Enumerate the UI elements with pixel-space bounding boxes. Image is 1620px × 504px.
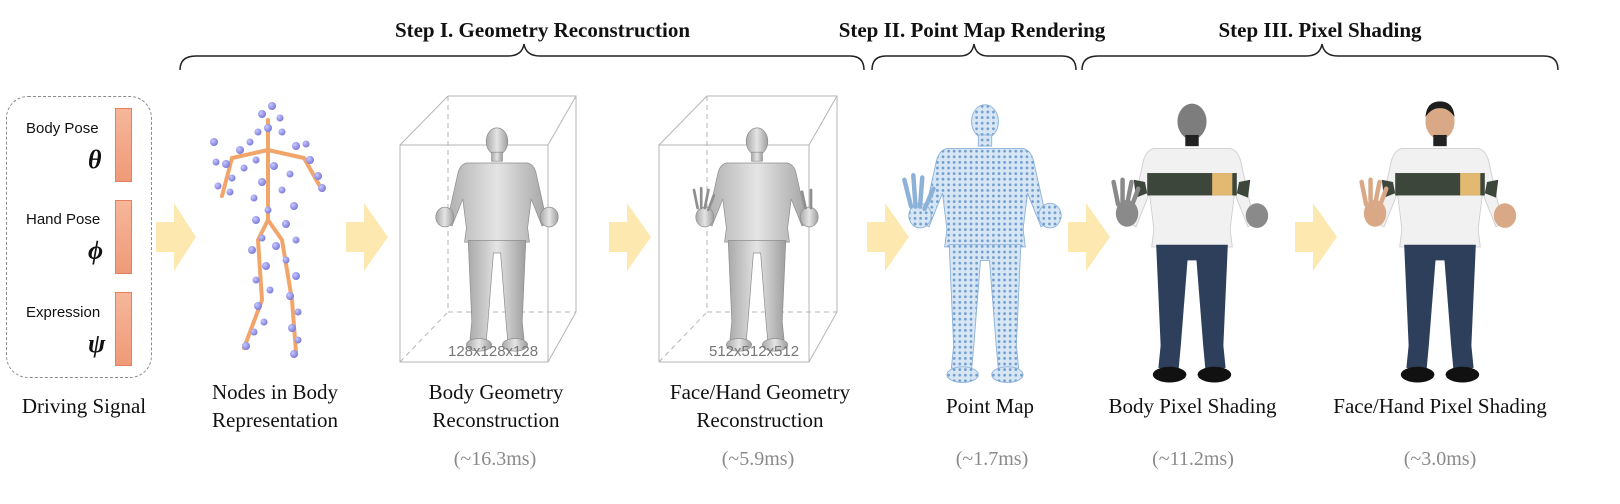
flow-arrow-3 (609, 203, 651, 271)
step-shading-title: Step III. Pixel Shading (1218, 18, 1422, 42)
signal-bar-hand-pose (115, 200, 132, 274)
skeleton-nodes (210, 102, 326, 358)
flow-arrow-6 (1295, 203, 1337, 271)
caption-nodes: Nodes in Body Representation (212, 380, 338, 432)
flow-arrows (156, 203, 1337, 271)
body-resolution-label: 128x128x128 (448, 343, 539, 360)
timing-point-map: (~1.7ms) (955, 448, 1029, 470)
body-shading-figure (1111, 103, 1269, 383)
step-braces (179, 43, 1559, 71)
pipeline-graphics (156, 95, 1517, 384)
timing-body-shading: (~11.2ms) (1152, 448, 1234, 470)
signal-symbol-phi: ϕ (88, 236, 104, 265)
caption-body-shading: Body Pixel Shading (1108, 394, 1277, 418)
signal-bar-body-pose (115, 108, 132, 182)
caption-face-hand-geometry: Face/Hand Geometry Reconstruction (669, 380, 851, 432)
caption-driving-signal: Driving Signal (21, 394, 147, 418)
flow-arrow-5 (1068, 203, 1110, 271)
face-hand-geometry-mesh (692, 127, 819, 352)
step-geometry-title: Step I. Geometry Reconstruction (394, 18, 691, 42)
body-geometry-mesh (435, 127, 559, 352)
signal-label-body-pose: Body Pose (26, 120, 99, 137)
brace-geometry (179, 43, 865, 71)
body-node-skeleton (210, 102, 326, 358)
signal-label-hand-pose: Hand Pose (26, 211, 101, 228)
skeleton-bones (220, 118, 324, 354)
driving-signal-box (6, 96, 152, 378)
face-hand-shading-figure (1359, 101, 1517, 383)
face-hand-resolution-label: 512x512x512 (709, 343, 800, 360)
caption-face-hand-shading: Face/Hand Pixel Shading (1333, 394, 1547, 418)
signal-bar-expression (115, 292, 132, 366)
caption-body-geometry: Body Geometry Reconstruction (428, 380, 564, 432)
signal-label-expression: Expression (26, 304, 101, 321)
step-pointmap-title: Step II. Point Map Rendering (838, 18, 1106, 42)
signal-symbol-psi: ψ (88, 329, 106, 358)
flow-arrow-4 (867, 203, 909, 271)
timing-face-hand-geometry: (~5.9ms) (721, 448, 795, 470)
flow-arrow-1 (156, 203, 196, 271)
flow-arrow-2 (346, 203, 388, 271)
timing-face-hand-shading: (~3.0ms) (1403, 448, 1477, 470)
point-map-figure (902, 104, 1062, 384)
signal-symbol-theta: θ (88, 145, 102, 174)
brace-pointmap (871, 43, 1077, 71)
caption-point-map: Point Map (945, 394, 1035, 418)
brace-shading (1081, 43, 1559, 71)
timing-body-geometry: (~16.3ms) (453, 448, 537, 470)
